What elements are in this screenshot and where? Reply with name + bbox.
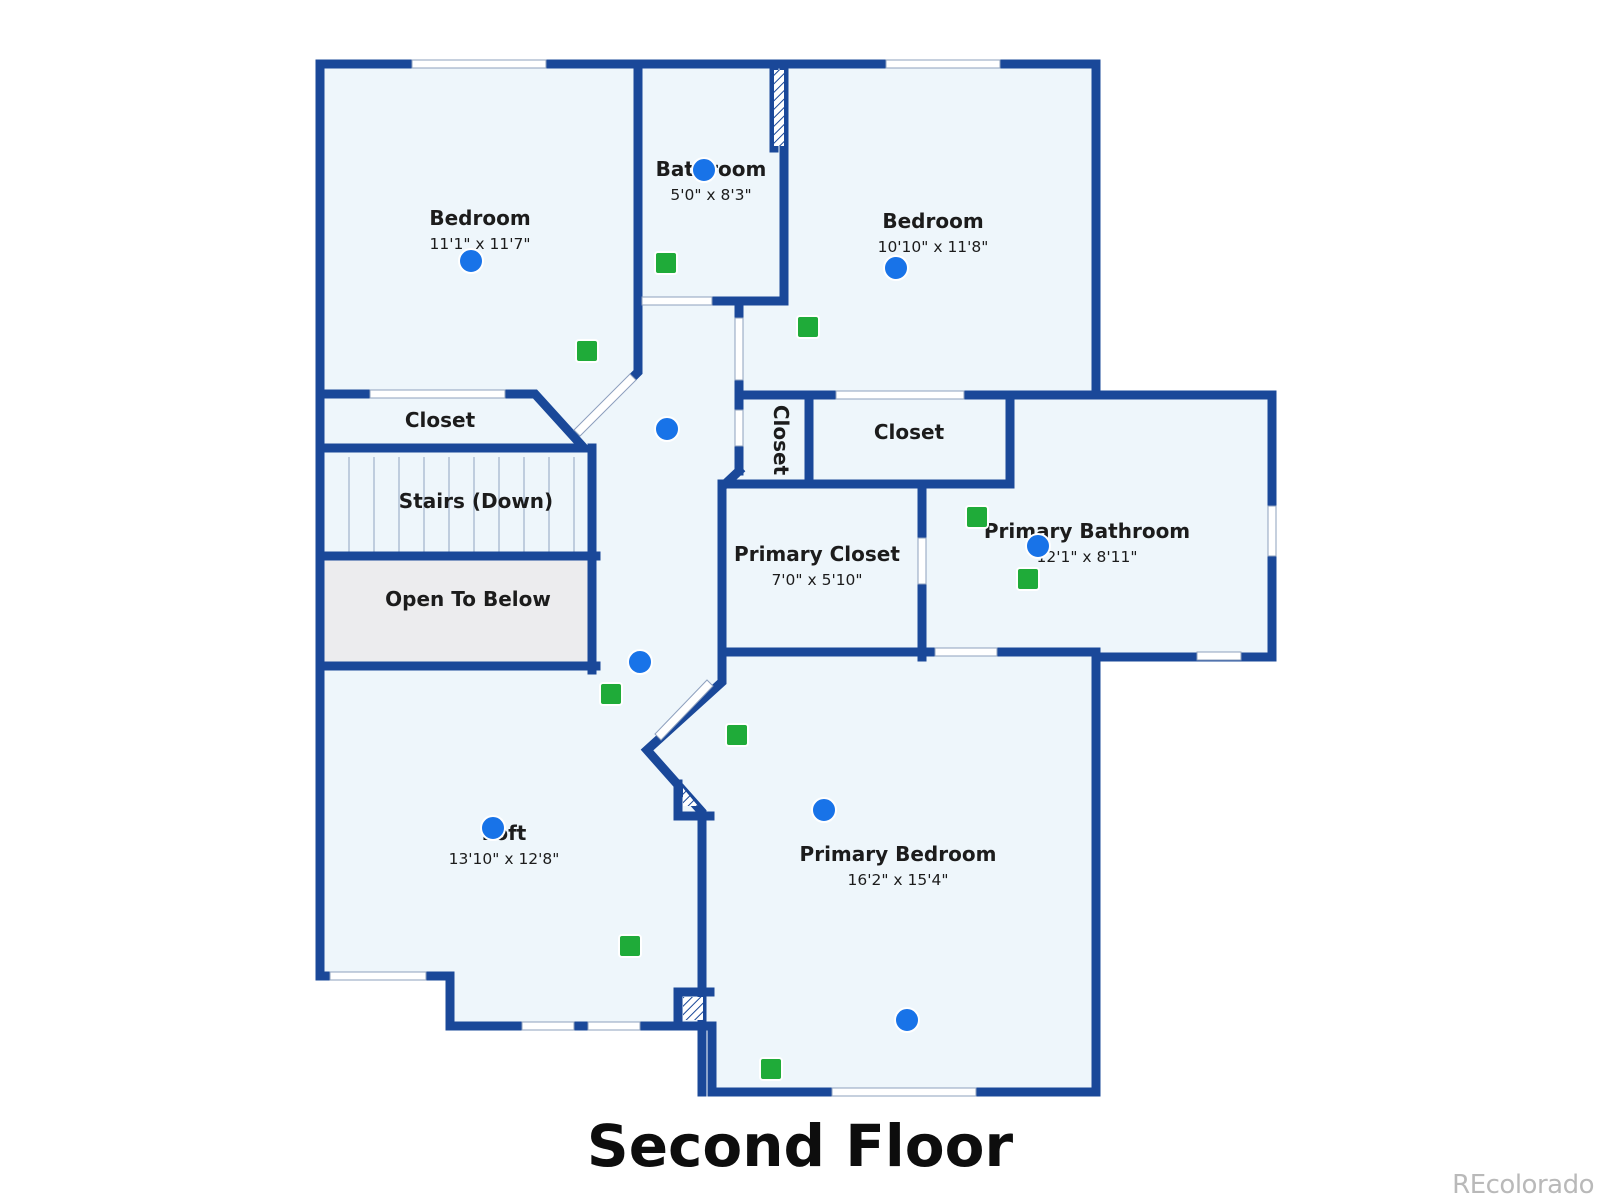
photo-marker[interactable] [627, 649, 653, 675]
primary-closet-size: 7'0" x 5'10" [771, 571, 862, 589]
photo-marker[interactable] [894, 1007, 920, 1033]
primary-closet-name: Primary Closet [734, 542, 900, 566]
feature-marker[interactable] [575, 339, 599, 363]
stairs-name: Stairs (Down) [399, 489, 553, 513]
photo-marker[interactable] [654, 416, 680, 442]
floor-area [320, 64, 1272, 1092]
feature-marker[interactable] [599, 682, 623, 706]
open-to-below-area [324, 560, 590, 666]
stairs-treads [348, 457, 575, 552]
photo-markers [458, 157, 1051, 1033]
closet-narrow-name: Closet [769, 405, 793, 476]
closet-left-name: Closet [405, 408, 476, 432]
photo-marker[interactable] [811, 797, 837, 823]
photo-marker[interactable] [458, 248, 484, 274]
photo-marker[interactable] [480, 815, 506, 841]
bathroom-size: 5'0" x 8'3" [670, 186, 751, 204]
bedroom-right-name: Bedroom [882, 209, 983, 233]
photo-marker[interactable] [1025, 533, 1051, 559]
bedroom-left-size: 11'1" x 11'7" [430, 235, 531, 253]
chase-mid [683, 788, 698, 806]
photo-marker[interactable] [883, 255, 909, 281]
photo-marker[interactable] [691, 157, 717, 183]
chase-bottom [683, 997, 703, 1020]
feature-marker[interactable] [759, 1057, 783, 1081]
bedroom-right-size: 10'10" x 11'8" [878, 238, 989, 256]
open-to-below-name: Open To Below [385, 587, 551, 611]
closet-right-name: Closet [874, 420, 945, 444]
feature-marker[interactable] [796, 315, 820, 339]
feature-marker[interactable] [965, 505, 989, 529]
feature-marker[interactable] [725, 723, 749, 747]
primary-bedroom-size: 16'2" x 15'4" [848, 871, 949, 889]
floor-caption: Second Floor [586, 1112, 1014, 1180]
chase-top [774, 70, 784, 146]
feature-marker[interactable] [618, 934, 642, 958]
feature-markers [575, 251, 1040, 1081]
loft-size: 13'10" x 12'8" [449, 850, 560, 868]
primary-bedroom-name: Primary Bedroom [800, 842, 997, 866]
feature-marker[interactable] [654, 251, 678, 275]
feature-marker[interactable] [1016, 567, 1040, 591]
primary-bathroom-name: Primary Bathroom [984, 519, 1190, 543]
bedroom-left-name: Bedroom [429, 206, 530, 230]
watermark: REcolorado [1452, 1170, 1594, 1200]
primary-bathroom-size: 12'1" x 8'11" [1037, 548, 1138, 566]
openings [329, 59, 1277, 1097]
